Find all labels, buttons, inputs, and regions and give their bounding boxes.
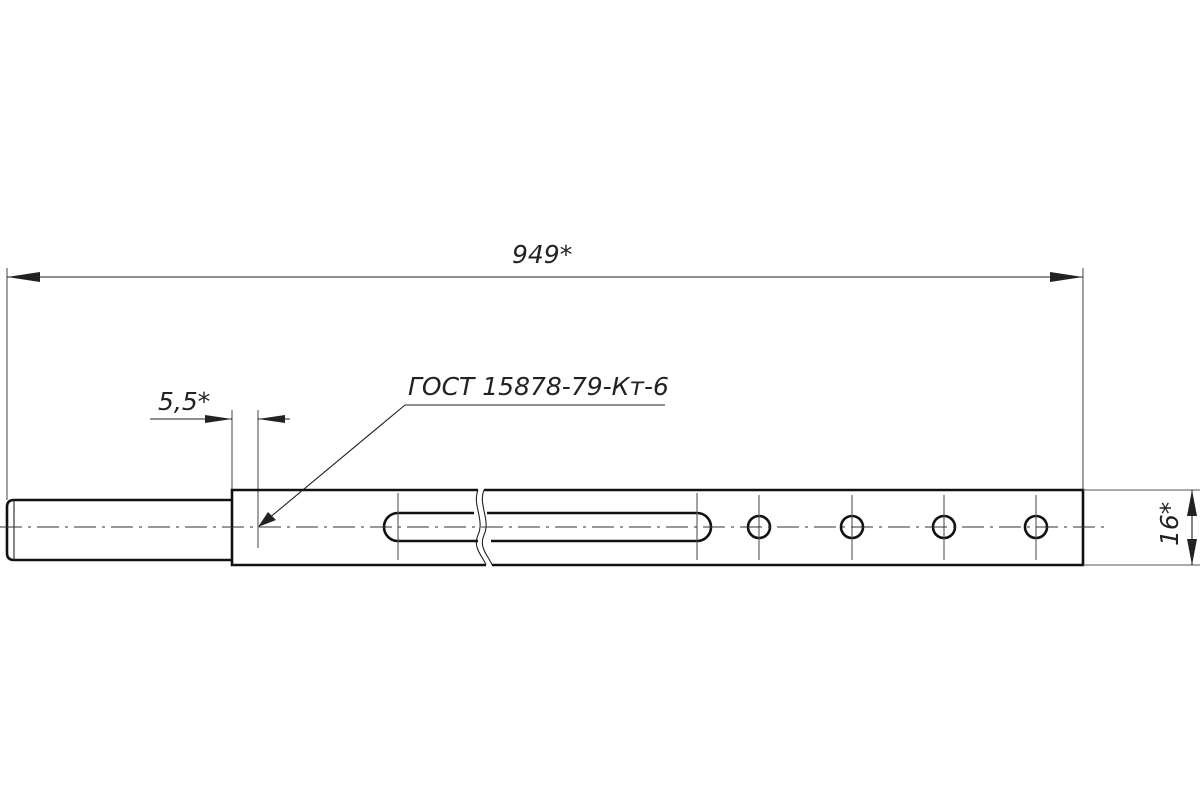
height-arrow-bottom [1187, 539, 1197, 565]
break-line-right [481, 489, 493, 566]
overall-length-label: 949* [512, 240, 572, 269]
leader-note: ГОСТ 15878-79-Кт-6 [258, 372, 669, 527]
overall-left-arrow [7, 272, 40, 282]
note-leader-arrow [258, 512, 276, 527]
break-line-left [475, 489, 487, 566]
overall-length-dimension: 949* [6, 240, 1084, 500]
height-dimension: 16* [1083, 489, 1200, 566]
note-leader-line [261, 404, 406, 525]
shank [5, 498, 232, 562]
shank-offset-dimension: 5,5* [150, 387, 290, 548]
overall-right-arrow [1050, 272, 1083, 282]
offset-arrow-right [258, 415, 285, 423]
gost-note: ГОСТ 15878-79-Кт-6 [408, 372, 669, 401]
height-label: 16* [1155, 502, 1184, 546]
offset-arrow-left [205, 415, 232, 423]
offset-label: 5,5* [158, 387, 210, 416]
height-arrow-top [1187, 490, 1197, 516]
shank-outline [5, 498, 232, 562]
